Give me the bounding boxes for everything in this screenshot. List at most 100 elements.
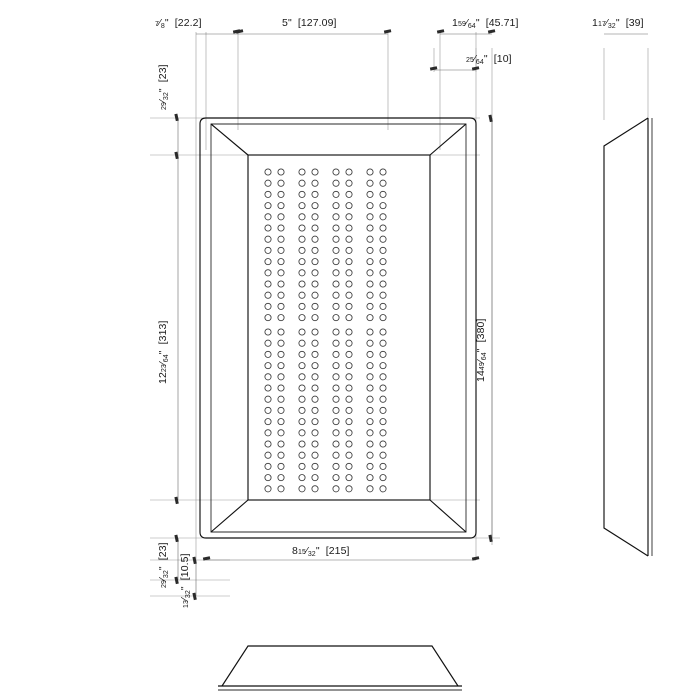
perforation-hole <box>345 429 353 437</box>
perforation-hole <box>345 485 353 493</box>
dim-label-left-top: 29⁄32" [23] <box>157 64 170 110</box>
perforation-hole <box>277 406 285 414</box>
perforation-hole <box>264 462 272 470</box>
perforation-hole <box>379 350 387 358</box>
dim-small-num: 25 <box>466 57 474 64</box>
perforation-hole <box>277 202 285 210</box>
perforation-hole <box>264 224 272 232</box>
perforation-hole <box>379 440 387 448</box>
perforation-hole <box>332 291 340 299</box>
perforation-hole <box>345 350 353 358</box>
perforation-hole <box>332 395 340 403</box>
perforation-hole <box>366 179 374 187</box>
perforation-hole <box>345 190 353 198</box>
perforation-hole <box>277 451 285 459</box>
dim-bottom-small-num: 13 <box>183 600 190 608</box>
perforation-hole <box>298 202 306 210</box>
perforation-hole <box>277 314 285 322</box>
perforation-hole <box>264 474 272 482</box>
perforation-hole <box>332 474 340 482</box>
perforation-hole <box>345 235 353 243</box>
dim-small-metric: [10] <box>494 53 512 65</box>
perforation-hole <box>379 362 387 370</box>
perforation-hole <box>345 474 353 482</box>
perforation-hole <box>311 291 319 299</box>
perforation-hole <box>332 362 340 370</box>
perforation-hole <box>264 258 272 266</box>
perforation-hole <box>277 235 285 243</box>
dim-label-top-right-small: 25⁄64" [10] <box>466 53 512 66</box>
perforation-hole <box>379 168 387 176</box>
perforation-hole <box>379 213 387 221</box>
perforation-hole <box>379 395 387 403</box>
perforation-hole <box>345 462 353 470</box>
perforation-hole <box>264 314 272 322</box>
outer-flange-outline <box>199 117 477 539</box>
perforation-hole <box>332 235 340 243</box>
perforation-hole <box>298 179 306 187</box>
dim-ticks-top <box>232 29 496 71</box>
perforation-hole <box>379 280 387 288</box>
bottom-dimension-lines-group <box>202 556 480 561</box>
perforation-hole <box>366 258 374 266</box>
perforation-hole <box>332 246 340 254</box>
perforation-hole <box>366 384 374 392</box>
perforation-hole <box>345 328 353 336</box>
perforation-hole <box>264 339 272 347</box>
perforation-hole <box>298 485 306 493</box>
perforation-hole <box>366 451 374 459</box>
perforation-hole <box>332 213 340 221</box>
perforation-hole <box>332 429 340 437</box>
perforation-hole <box>366 168 374 176</box>
perforation-hole <box>264 418 272 426</box>
perforation-hole <box>298 362 306 370</box>
dim-label-top-right: 159⁄64" [45.71] <box>452 17 519 30</box>
perforation-hole <box>277 362 285 370</box>
perforation-hole <box>264 328 272 336</box>
perforation-hole <box>332 373 340 381</box>
basin-inner-rectangle <box>247 154 431 501</box>
perforation-hole <box>366 291 374 299</box>
perforation-hole <box>311 418 319 426</box>
perforation-hole <box>311 328 319 336</box>
perforation-hole <box>277 302 285 310</box>
perforation-hole <box>298 269 306 277</box>
perforation-hole <box>298 406 306 414</box>
perforation-hole <box>277 269 285 277</box>
dim-ticks-right <box>488 114 493 543</box>
perforation-hole <box>332 168 340 176</box>
perforation-hole <box>345 373 353 381</box>
perforation-hole <box>264 280 272 288</box>
perforation-hole <box>311 451 319 459</box>
perforation-hole <box>379 314 387 322</box>
perforation-hole <box>264 269 272 277</box>
perforation-hole <box>277 440 285 448</box>
perforation-hole <box>277 339 285 347</box>
perforation-hole <box>311 362 319 370</box>
perforation-hole <box>298 384 306 392</box>
perforation-hole <box>332 258 340 266</box>
perforation-hole <box>277 462 285 470</box>
perforation-hole <box>345 291 353 299</box>
dim-left-top-num: 29 <box>161 102 168 110</box>
perforation-hole <box>298 213 306 221</box>
dim-label-bottom-center: 815⁄32" [215] <box>292 545 350 558</box>
bevel-line-top-right <box>429 123 467 156</box>
perforation-hole <box>379 384 387 392</box>
perforation-hole <box>345 395 353 403</box>
perforation-hole <box>345 406 353 414</box>
perforation-hole <box>366 362 374 370</box>
dim-label-top-left: 7⁄8" [22.2] <box>155 17 202 30</box>
bevel-line-top-left <box>210 123 249 156</box>
perforation-hole-grid <box>264 168 387 493</box>
perforation-hole <box>379 246 387 254</box>
extension-lines-group <box>150 32 649 597</box>
perforation-hole <box>277 350 285 358</box>
perforation-hole <box>298 291 306 299</box>
perforation-hole <box>264 384 272 392</box>
perforation-hole <box>264 395 272 403</box>
perforation-hole <box>298 246 306 254</box>
perforation-hole <box>345 224 353 232</box>
perforation-hole <box>332 384 340 392</box>
perforation-hole <box>366 213 374 221</box>
